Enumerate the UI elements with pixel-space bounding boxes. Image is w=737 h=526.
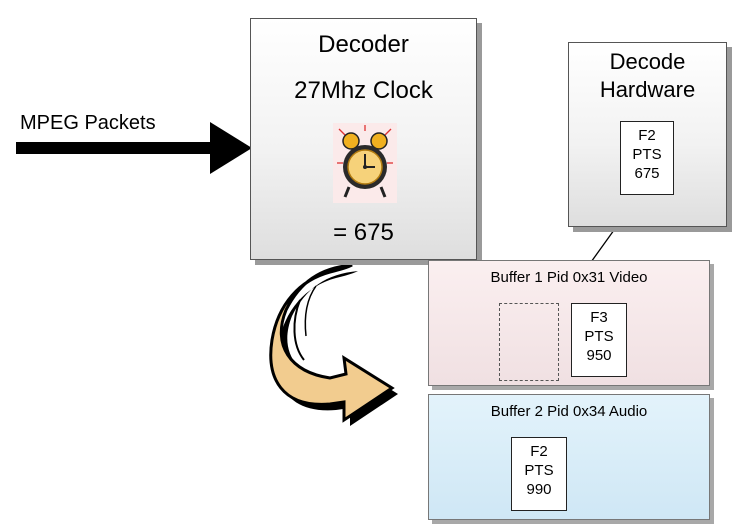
decode-hardware-panel: Decode Hardware F2 PTS 675 [568,42,727,227]
mpeg-packets-label: MPEG Packets [20,112,156,134]
buffer-video-frame-pts-value: 950 [586,347,612,364]
decoder-clock-label: 27Mhz Clock [294,77,433,104]
hardware-frame-pts-value: 675 [634,165,660,182]
buffer-audio-frame-id: F2 [530,443,548,460]
hardware-frame-id: F2 [638,127,656,144]
decode-hardware-title-line1: Decode [609,49,686,74]
buffer-video-label: Buffer 1 Pid 0x31 Video [490,269,648,286]
hardware-frame-pts-label: PTS [632,146,662,163]
mpeg-input-arrow [16,122,252,174]
decoder-clock-value: = 675 [333,219,394,246]
buffer-video: Buffer 1 Pid 0x31 Video F3 PTS 950 [428,260,710,386]
buffer-audio-frame: F2 PTS 990 [511,437,567,511]
buffer-video-frame-pts-label: PTS [584,328,614,345]
decode-hardware-title-line2: Hardware [599,77,696,102]
buffer-audio-frame-pts-value: 990 [526,481,552,498]
buffer-video-frame: F3 PTS 950 [571,303,627,377]
buffer-video-empty-slot [499,303,559,381]
curved-flow-arrow [269,263,398,426]
buffer-audio: Buffer 2 Pid 0x34 Audio F2 PTS 990 [428,394,710,520]
buffer-audio-frame-pts-label: PTS [524,462,554,479]
decoder-panel: Decoder 27Mhz Clock = 675 [250,18,477,260]
decoder-title: Decoder [318,31,409,58]
buffer-video-frame-id: F3 [590,309,608,326]
hardware-frame: F2 PTS 675 [620,121,674,195]
buffer-audio-label: Buffer 2 Pid 0x34 Audio [490,403,648,420]
alarm-clock-icon [333,123,397,203]
